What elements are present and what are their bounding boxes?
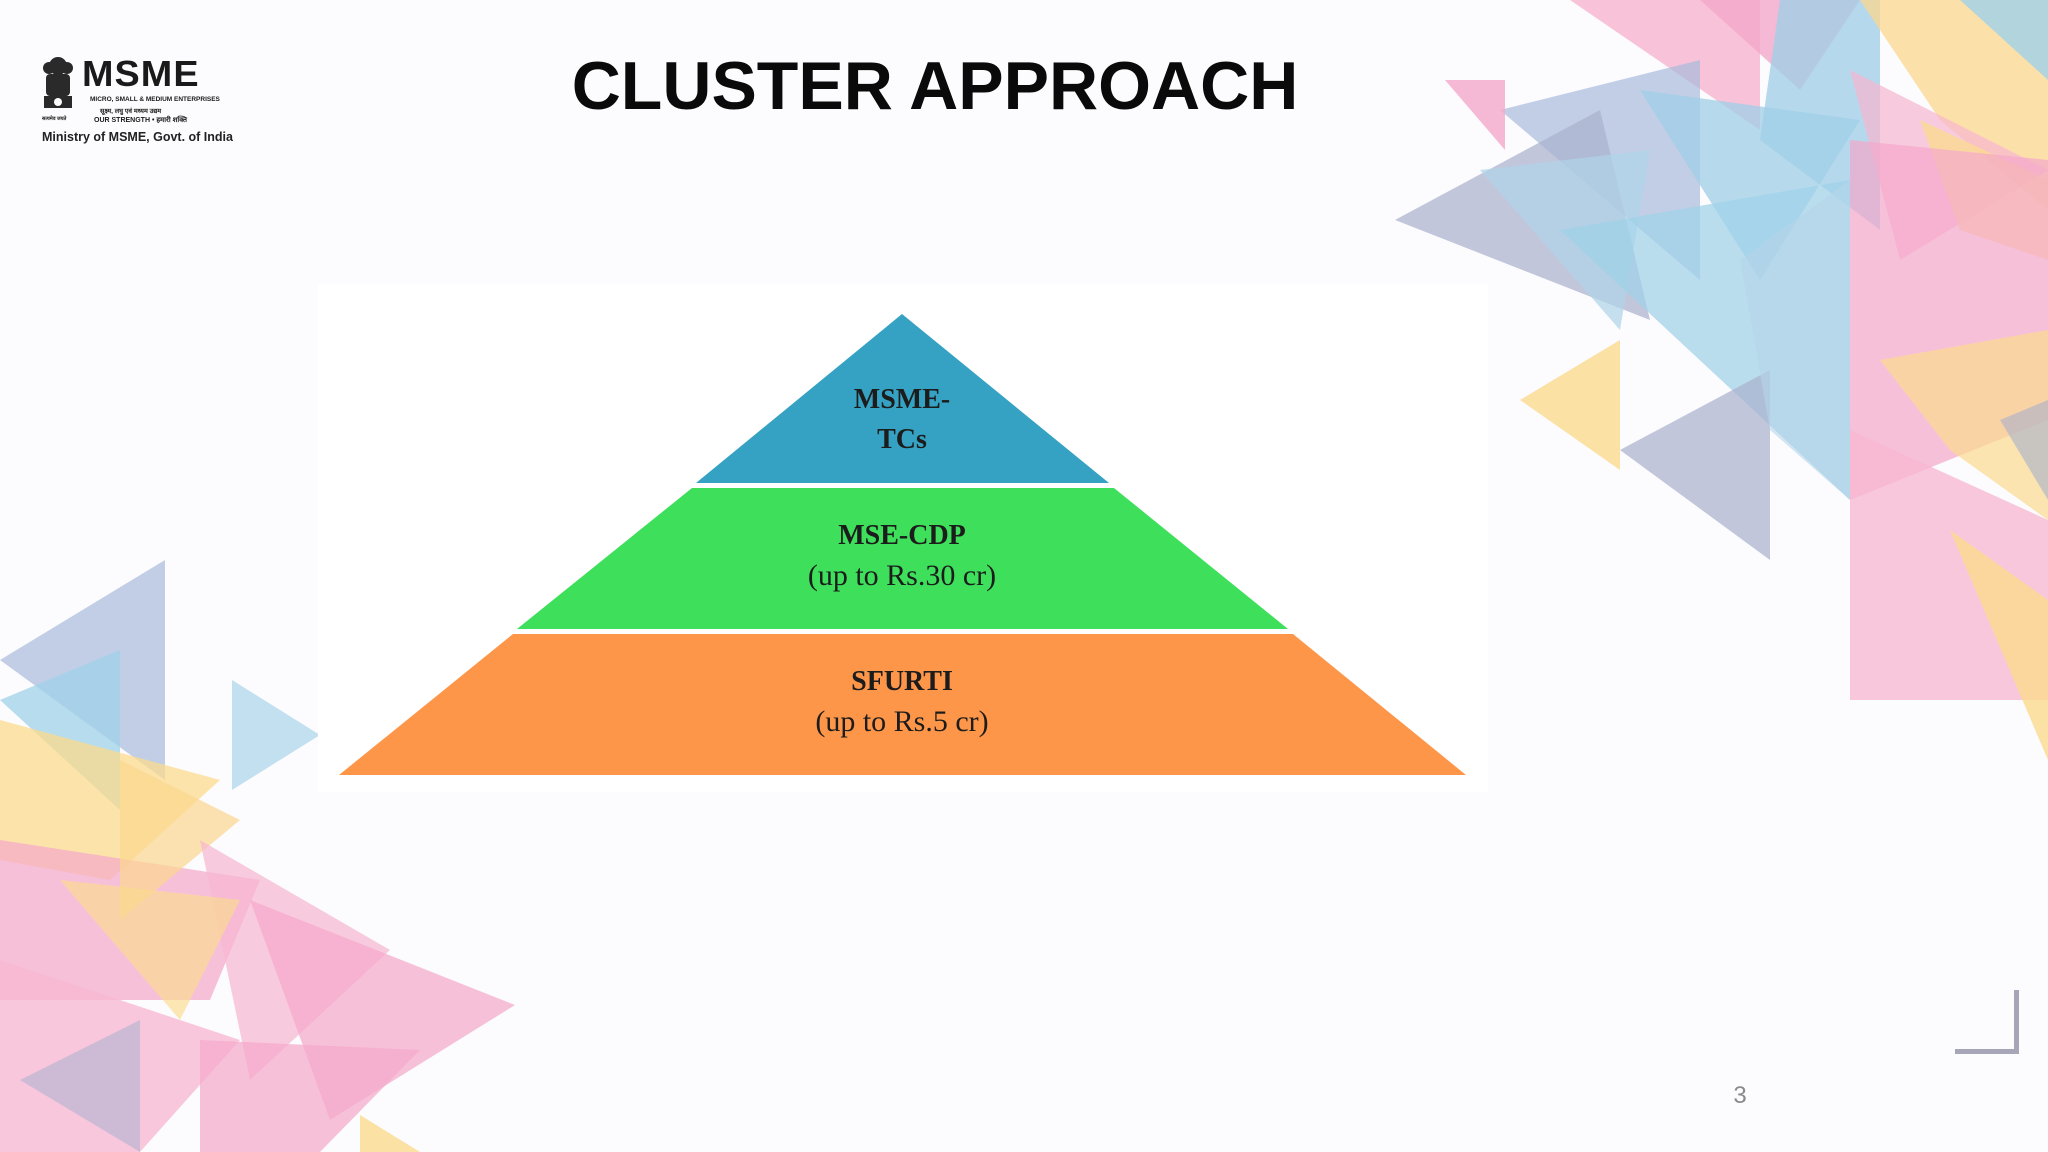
- corner-bracket-decoration: [1955, 990, 2019, 1054]
- pyramid-diagram: MSME- TCs MSE-CDP (up to Rs.30 cr) SFURT…: [318, 284, 1488, 792]
- level-subtitle: (up to Rs.30 cr): [807, 559, 997, 592]
- level-name: MSME-: [853, 384, 951, 415]
- pyramid-level-top-label: MSME- TCs: [802, 380, 1002, 460]
- slide-title: CLUSTER APPROACH: [571, 48, 1299, 124]
- logo-motto: OUR STRENGTH • हमारी शक्ति: [94, 117, 187, 124]
- pyramid-level-middle-label: MSE-CDP (up to Rs.30 cr): [752, 516, 1052, 596]
- level-name: MSE-CDP: [838, 520, 966, 551]
- pyramid-level-top: [696, 314, 1109, 483]
- emblem-caption: सत्यमेव जयते: [42, 116, 67, 122]
- msme-logo: सत्यमेव जयते MSME MICRO, SMALL & MEDIUM …: [36, 54, 246, 150]
- logo-tagline-english: MICRO, SMALL & MEDIUM ENTERPRISES: [90, 96, 220, 103]
- logo-tagline-hindi: सूक्ष्म, लघु एवं मध्यम उद्यम: [100, 108, 162, 115]
- level-name-line2: TCs: [877, 424, 927, 455]
- level-name: SFURTI: [851, 666, 953, 697]
- pyramid-level-bottom-label: SFURTI (up to Rs.5 cr): [752, 662, 1052, 742]
- ministry-caption: Ministry of MSME, Govt. of India: [42, 130, 233, 144]
- pyramid-level-middle: [517, 488, 1288, 629]
- pyramid-shapes: [339, 314, 1466, 775]
- pyramid-level-bottom: [339, 634, 1466, 775]
- level-subtitle: (up to Rs.5 cr): [815, 705, 989, 738]
- national-emblem-icon: [43, 57, 73, 108]
- msme-wordmark: MSME: [82, 53, 200, 94]
- page-number: 3: [1733, 1082, 1747, 1109]
